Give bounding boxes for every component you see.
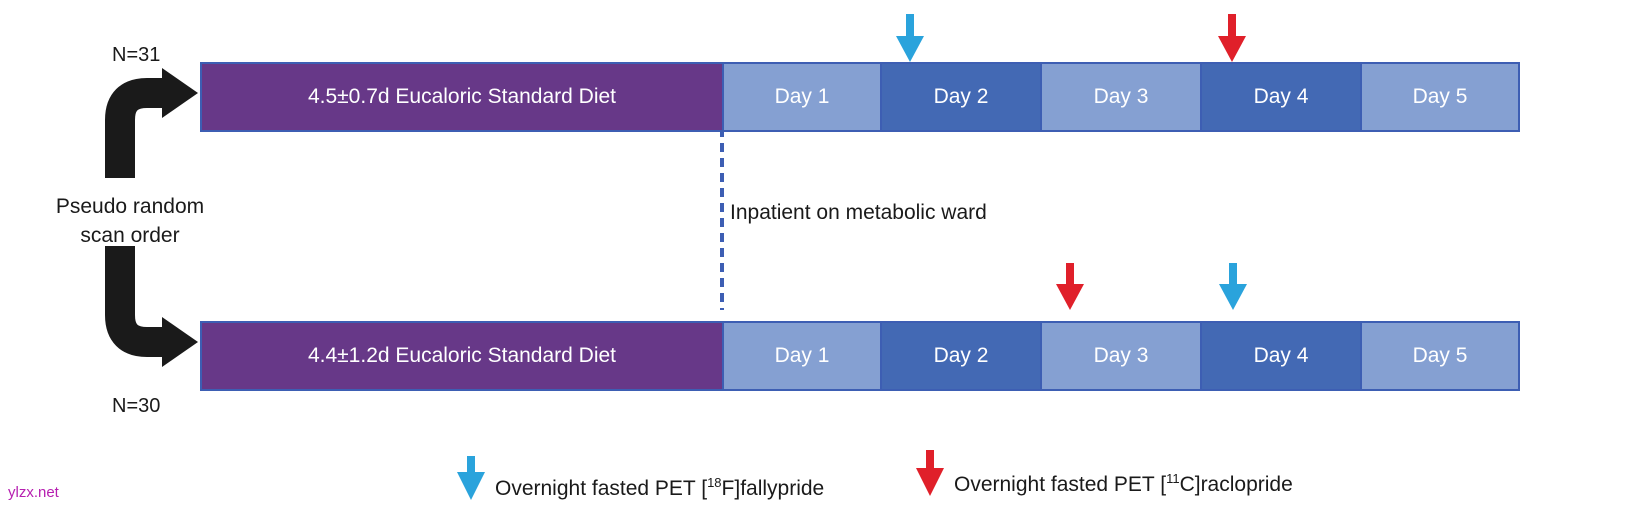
- bottom-day-2: Day 2: [880, 321, 1042, 391]
- bottom-raclopride-arrow-icon: [1056, 263, 1084, 310]
- bottom-day-5: Day 5: [1360, 321, 1520, 391]
- branch-label-line-2: scan order: [80, 224, 180, 247]
- bottom-day-1: Day 1: [722, 321, 882, 391]
- branch-down-arrowhead-icon: [162, 317, 198, 367]
- bottom-n-label: N=30: [112, 395, 161, 417]
- legend-raclopride-suffix: C]raclopride: [1179, 473, 1293, 496]
- top-raclopride-arrow-icon: [1218, 14, 1246, 62]
- top-day-3: Day 3: [1040, 62, 1202, 132]
- branch-down-arrow-icon: [105, 246, 162, 357]
- legend-fallypride-isotope: 18: [707, 475, 722, 490]
- watermark-text: ylzx.net: [8, 484, 59, 501]
- legend-raclopride-label: Overnight fasted PET [11C]raclopride: [954, 471, 1293, 497]
- branch-label-line-1: Pseudo random: [55, 195, 205, 218]
- bottom-fallypride-arrow-icon: [1219, 263, 1247, 310]
- branch-up-arrow-icon: [105, 78, 162, 178]
- legend-fallypride-label: Overnight fasted PET [18F]fallypride: [495, 475, 824, 501]
- top-day-2: Day 2: [880, 62, 1042, 132]
- top-fallypride-arrow-icon: [896, 14, 924, 62]
- top-diet-bar: 4.5±0.7d Eucaloric Standard Diet: [200, 62, 722, 132]
- branch-up-arrowhead-icon: [162, 68, 198, 118]
- legend-raclopride-prefix: Overnight fasted PET [: [954, 473, 1167, 496]
- top-day-1: Day 1: [722, 62, 882, 132]
- legend-raclopride-isotope: 11: [1166, 471, 1180, 486]
- bottom-day-3: Day 3: [1040, 321, 1202, 391]
- bottom-diet-bar: 4.4±1.2d Eucaloric Standard Diet: [200, 321, 722, 391]
- bottom-day-4: Day 4: [1200, 321, 1362, 391]
- legend-raclopride-arrow-icon: [916, 450, 944, 496]
- ward-label: Inpatient on metabolic ward: [730, 201, 987, 224]
- legend-fallypride-arrow-icon: [457, 456, 485, 500]
- top-n-label: N=31: [112, 44, 161, 66]
- legend-fallypride-prefix: Overnight fasted PET [: [495, 477, 708, 500]
- top-day-4: Day 4: [1200, 62, 1362, 132]
- legend-fallypride-suffix: F]fallypride: [721, 477, 825, 500]
- top-day-5: Day 5: [1360, 62, 1520, 132]
- branch-label: Pseudo random scan order: [40, 192, 220, 250]
